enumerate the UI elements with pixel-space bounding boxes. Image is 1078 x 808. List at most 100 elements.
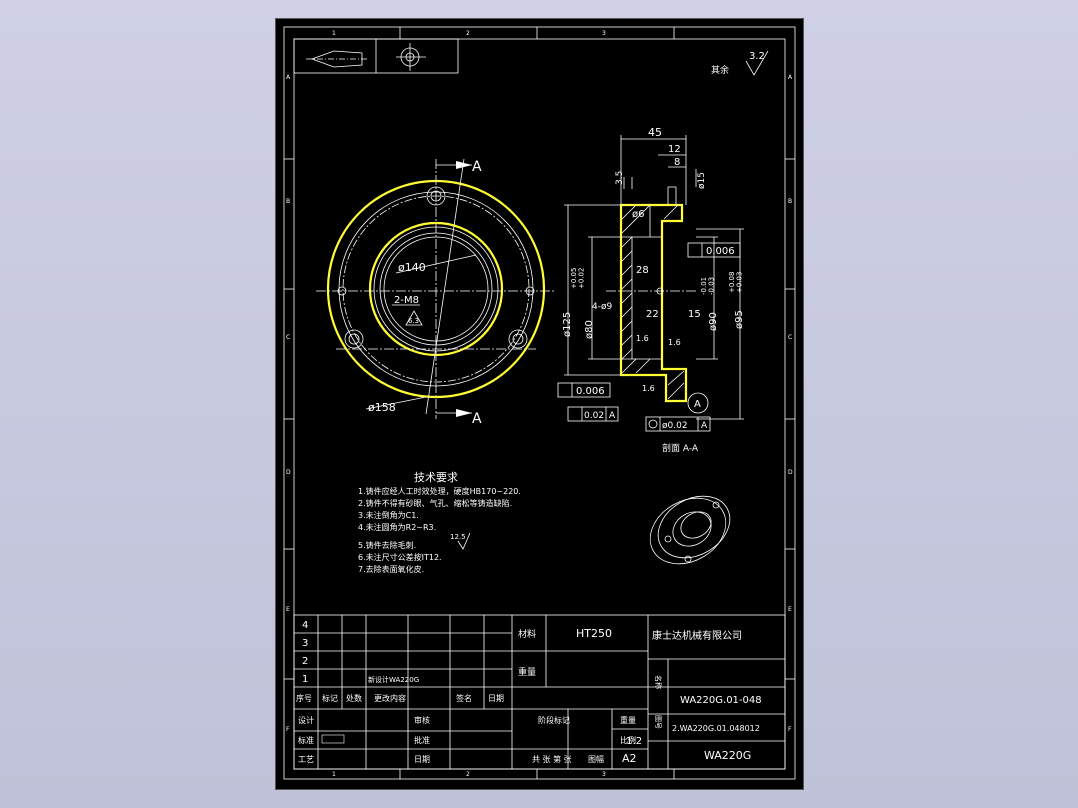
tol-d80: +0.05+0.02	[570, 268, 586, 289]
rev-row-1-note: 新设计WA220G	[368, 675, 419, 684]
hdr-sign: 签名	[456, 693, 472, 703]
dim-d6: ø6	[632, 209, 644, 220]
tech-line-3: 3.未注倒角为C1.	[358, 510, 419, 520]
dim-d140: ø140	[398, 261, 426, 274]
title-block-text: 4 3 2 1 新设计WA220G 序号 标记 处数 更改内容 签名 日期 设计…	[296, 620, 762, 765]
section-caption: 剖面 A-A	[662, 442, 699, 454]
datum-circle	[687, 392, 709, 414]
roughness-default: 其余 3.2	[711, 50, 769, 76]
tol-d95: +0.08+0.03	[728, 272, 744, 293]
rev-row-1: 1	[302, 674, 308, 685]
hdr-count: 处数	[346, 693, 362, 703]
dim-d90: ø90	[708, 312, 719, 331]
dim-35: 3.5	[615, 171, 625, 185]
zone-col-3-bottom: 3	[602, 771, 606, 778]
gdt-concentric	[645, 416, 711, 432]
scale-value-shown: 1:2	[626, 736, 642, 747]
lbl-stage: 阶段标记	[538, 715, 570, 725]
zone-col-2-bottom: 2	[466, 771, 470, 778]
zone-col-1-bottom: 1	[332, 771, 336, 778]
iso-view	[649, 495, 731, 565]
rev-row-4: 4	[302, 620, 308, 631]
drawing-number: WA220G.01-048	[680, 695, 762, 706]
company-name: 康士达机械有限公司	[652, 629, 742, 642]
gdt-perp-datum: A	[609, 411, 616, 421]
rough-16c: 1.6	[642, 384, 655, 393]
material-value: HT250	[576, 627, 612, 640]
zone-col-1: 1	[332, 30, 336, 37]
dim-roughness-63: 6.3	[408, 317, 419, 325]
zone-labels: 1 2 3 1 2 3 A B C D E F A B C D E F	[286, 30, 793, 778]
lbl-approve: 批准	[414, 735, 430, 745]
zone-row-c-right: C	[788, 334, 792, 341]
zone-col-2: 2	[466, 30, 470, 37]
zone-row-d: D	[286, 469, 291, 476]
title-block	[293, 614, 786, 770]
lbl-code: 图号	[654, 715, 662, 729]
tech-line-1: 1.铸件应经人工时效处理，硬度HB170~220.	[358, 486, 521, 496]
gdt-concentric-datum: A	[701, 421, 708, 431]
gdt-perp-value: 0.02	[584, 411, 604, 421]
front-view: A A ø140 ø158 2-M8 6.3	[316, 158, 556, 427]
gdt-perp	[567, 406, 619, 422]
lbl-check: 审核	[414, 715, 430, 725]
roughness-value: 3.2	[749, 51, 765, 62]
projection-symbol	[293, 38, 459, 74]
tech-requirements: 技术要求 1.铸件应经人工时效处理，硬度HB170~220. 2.铸件不得有砂眼…	[358, 471, 521, 574]
tech-line-7: 7.去除表面氧化皮.	[358, 564, 424, 574]
tech-line-6: 6.未注尺寸公差按IT12.	[358, 552, 442, 562]
bolt-hole-left	[344, 329, 364, 349]
rough-16a: 1.6	[636, 334, 649, 343]
zone-row-f-right: F	[788, 726, 792, 733]
zone-col-3: 3	[602, 30, 606, 37]
tol-d90: -0.01-0.03	[700, 277, 716, 295]
dim-22: 22	[646, 309, 659, 320]
tech-roughness: 12.5	[450, 533, 466, 541]
gdt-flatness-left-value: 0.006	[576, 386, 605, 397]
lbl-name: 名称	[654, 675, 663, 689]
section-mark-bottom: A	[472, 411, 482, 427]
lbl-weight-top: 重量	[518, 666, 536, 678]
lbl-design: 设计	[298, 715, 314, 725]
lbl-sheet: 图幅	[588, 754, 604, 764]
lbl-std: 标准	[298, 735, 314, 745]
section-view: 45 12 8 3.5 ø15 ø6 28 4-ø9 22 15 1.6 1.6…	[557, 126, 745, 454]
hdr-date: 日期	[488, 694, 504, 703]
dim-15: 15	[688, 309, 701, 320]
zone-row-b: B	[286, 198, 290, 205]
tech-title: 技术要求	[414, 471, 458, 484]
zone-row-c: C	[286, 334, 290, 341]
datum-letter: A	[694, 399, 701, 410]
zone-row-a-right: A	[788, 74, 793, 81]
bolt-hole-right	[508, 329, 528, 349]
gdt-flatness-top-value: 0.006	[706, 246, 735, 257]
dim-45: 45	[648, 126, 662, 139]
lbl-date: 日期	[414, 755, 430, 764]
stamp-box	[321, 734, 345, 744]
gdt-flatness-top	[687, 242, 741, 258]
zone-row-b-right: B	[788, 198, 792, 205]
drawing-number-2: 2.WA220G.01.048012	[672, 724, 760, 733]
sheet-value: A2	[622, 752, 637, 765]
zone-row-d-right: D	[788, 469, 793, 476]
count-label: 共 张 第 张	[532, 754, 572, 764]
dim-d80: ø80	[584, 320, 595, 339]
gdt-flatness-left	[557, 382, 611, 398]
dim-d15-top: ø15	[697, 172, 707, 189]
rev-row-2: 2	[302, 656, 308, 667]
hdr-seq: 序号	[296, 693, 312, 703]
zone-row-f: F	[286, 726, 290, 733]
drawing-sheet: 1 2 3 1 2 3 A B C D E F A B C D E F 其余 3…	[276, 19, 803, 789]
dim-4d9: 4-ø9	[592, 302, 612, 312]
hdr-mark: 标记	[322, 693, 338, 703]
zone-row-e: E	[286, 606, 290, 613]
zone-ticks	[284, 27, 795, 779]
zone-row-a: A	[286, 74, 291, 81]
tech-line-5: 5.铸件去除毛刺.	[358, 540, 416, 550]
tech-line-4: 4.未注圆角为R2~R3.	[358, 522, 436, 532]
dim-28: 28	[636, 265, 649, 276]
outer-frame	[283, 26, 796, 780]
lbl-material: 材料	[518, 628, 536, 640]
lbl-process: 工艺	[298, 755, 314, 764]
lbl-scale: 比例	[620, 735, 636, 745]
